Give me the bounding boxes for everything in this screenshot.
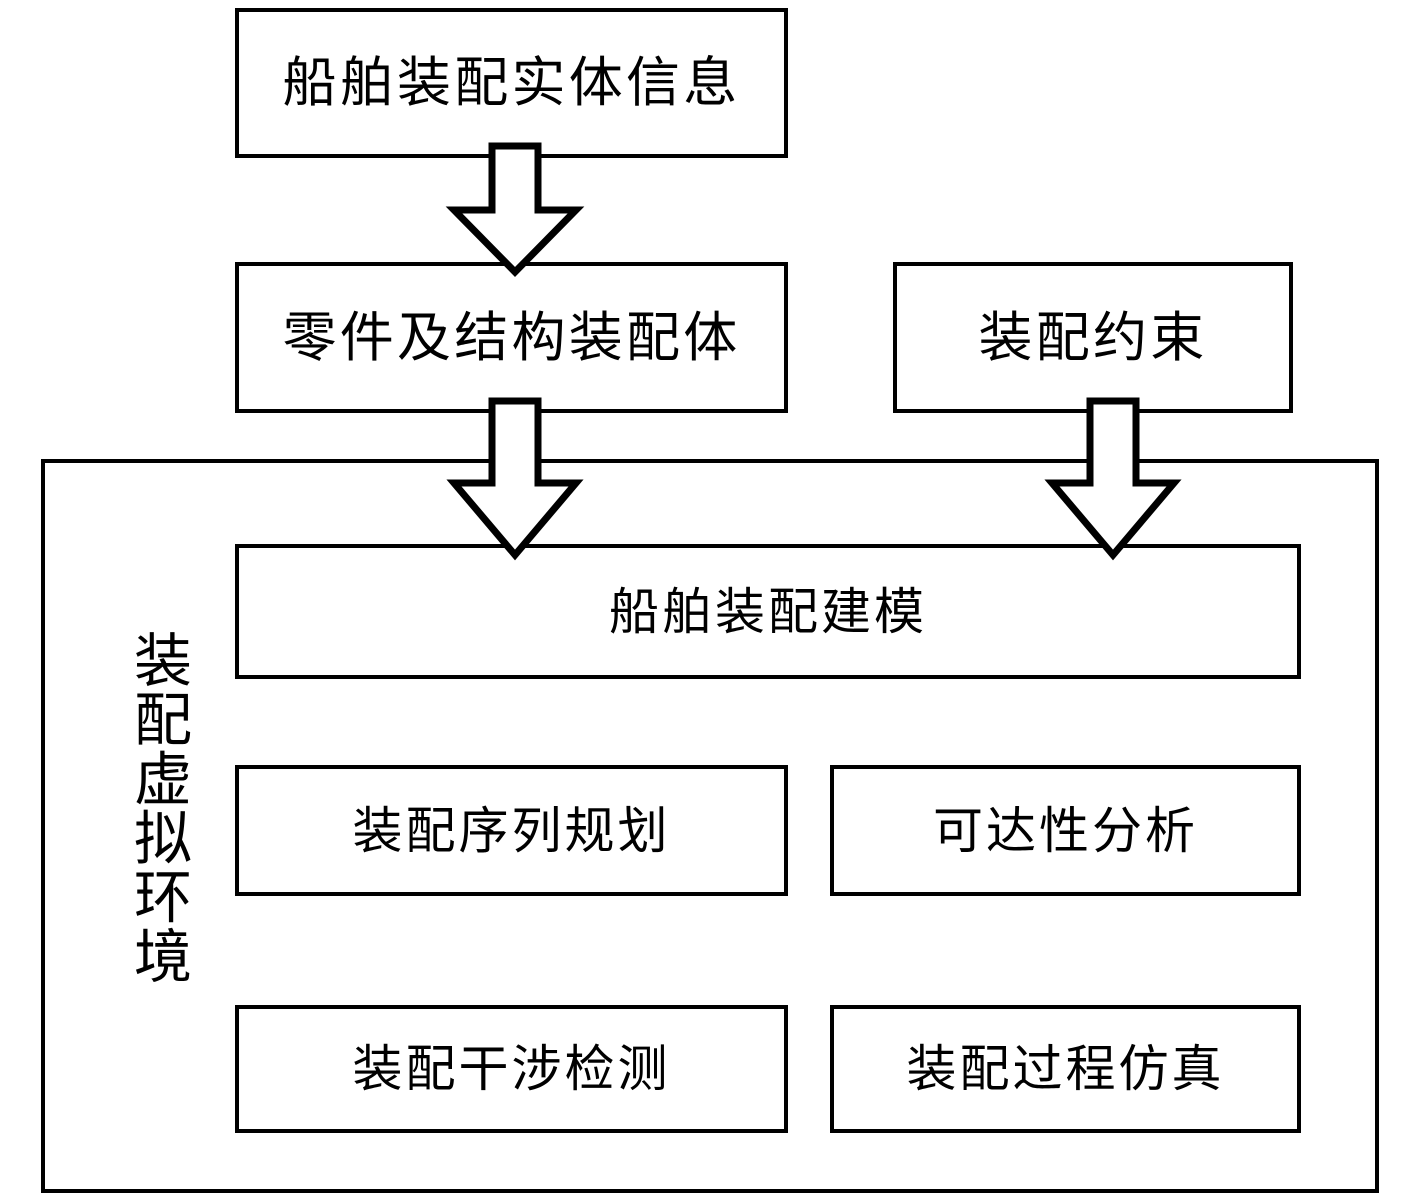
node-part-assembly[interactable]: 零件及结构装配体 <box>235 262 788 413</box>
node-assembly-modeling-label: 船舶装配建模 <box>609 582 927 641</box>
node-sequence-planning[interactable]: 装配序列规划 <box>235 765 788 896</box>
arrow-part-assembly-to-modeling <box>445 397 585 561</box>
node-interference-detection-label: 装配干涉检测 <box>352 1040 671 1098</box>
node-assembly-constraint[interactable]: 装配约束 <box>893 262 1293 413</box>
node-sequence-planning-label: 装配序列规划 <box>352 801 671 860</box>
arrow-constraint-to-modeling <box>1043 397 1183 561</box>
container-caption-assembly-virtual-environment: 装配虚拟环境 <box>124 630 192 985</box>
node-assembly-modeling[interactable]: 船舶装配建模 <box>235 544 1301 679</box>
node-accessibility-analysis[interactable]: 可达性分析 <box>830 765 1301 896</box>
node-entity-info[interactable]: 船舶装配实体信息 <box>235 8 788 158</box>
node-process-simulation-label: 装配过程仿真 <box>906 1040 1225 1098</box>
node-assembly-constraint-label: 装配约束 <box>978 305 1208 369</box>
node-entity-info-label: 船舶装配实体信息 <box>282 51 741 114</box>
node-process-simulation[interactable]: 装配过程仿真 <box>830 1005 1301 1133</box>
node-interference-detection[interactable]: 装配干涉检测 <box>235 1005 788 1133</box>
arrow-entity-info-to-part-assembly <box>445 142 585 277</box>
node-accessibility-analysis-label: 可达性分析 <box>933 801 1198 860</box>
node-part-assembly-label: 零件及结构装配体 <box>282 305 741 369</box>
